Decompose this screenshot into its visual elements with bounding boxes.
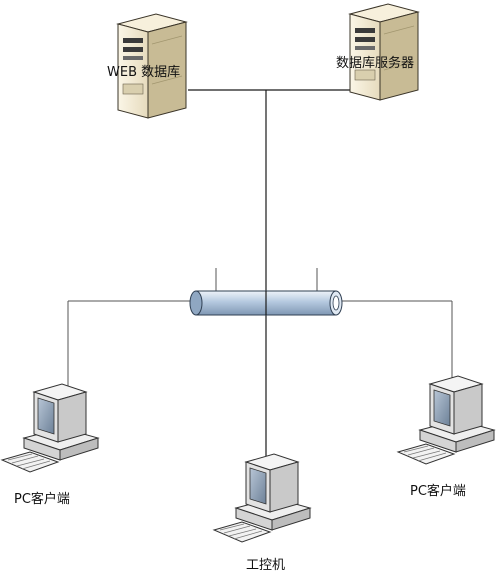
industrial-pc-label: 工控机	[246, 558, 285, 573]
database-server-node: 数据库服务器	[336, 3, 420, 101]
industrial-pc-node	[212, 453, 312, 543]
server-tower-icon	[116, 13, 188, 119]
server-tower-icon	[348, 3, 420, 101]
pc-client-right-label: PC客户端	[410, 483, 466, 499]
desktop-computer-icon	[212, 453, 312, 543]
web-database-label: WEB 数据库	[107, 64, 180, 80]
desktop-computer-icon	[0, 383, 100, 473]
pc-client-right-node	[396, 375, 496, 465]
desktop-computer-icon	[396, 375, 496, 465]
pc-client-left-node	[0, 383, 100, 473]
pc-client-left-label: PC客户端	[14, 491, 70, 507]
database-server-label: 数据库服务器	[336, 55, 414, 71]
connection-lines	[67, 89, 453, 458]
web-database-node: WEB 数据库	[107, 13, 188, 119]
network-bus-cylinder-icon	[189, 290, 343, 316]
